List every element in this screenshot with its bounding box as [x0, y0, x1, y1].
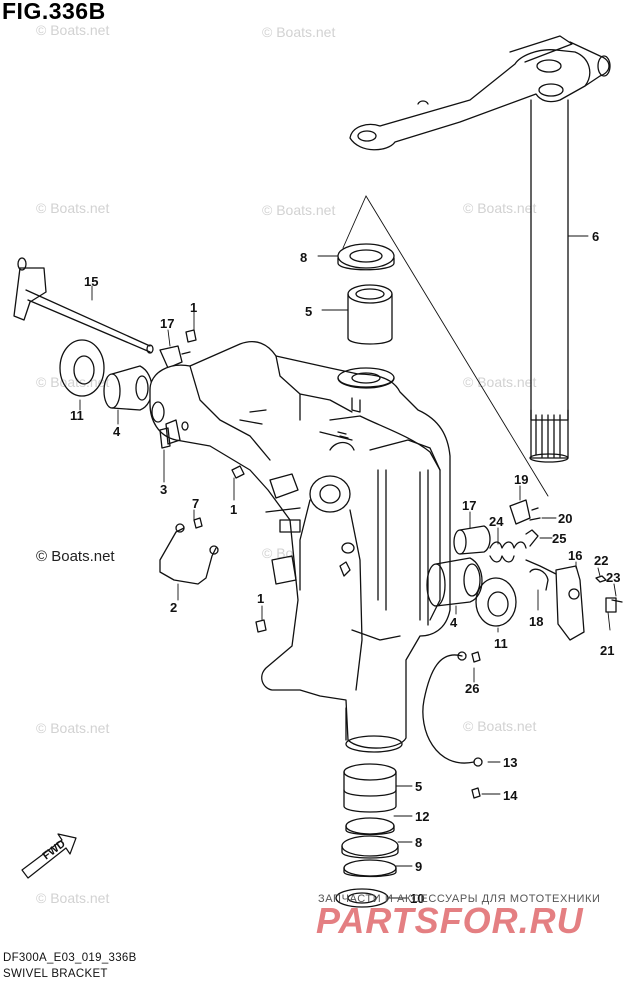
callout-label: 13 — [503, 755, 517, 770]
callout-label: 5 — [305, 304, 312, 319]
right-side-parts — [426, 499, 623, 641]
figure-caption: SWIVEL BRACKET — [3, 968, 108, 980]
callout-label: 8 — [415, 835, 422, 850]
callout-labels: 6 8 5 15 1 17 11 4 3 7 2 19 20 17 24 25 … — [70, 229, 620, 906]
fwd-arrow — [21, 833, 77, 879]
lower-stack — [335, 763, 399, 908]
grease-nipple-mid — [231, 465, 245, 479]
callout-label: 1 — [230, 502, 237, 517]
callout-label: 26 — [465, 681, 479, 696]
callout-label: 15 — [84, 274, 98, 289]
callout-label: 23 — [606, 570, 620, 585]
watermark-emphasized: © Boats.net — [36, 548, 115, 565]
callout-label: 17 — [462, 498, 476, 513]
callout-label: 2 — [170, 600, 177, 615]
watermark-text: © Boats.net — [463, 200, 537, 216]
callout-label: 7 — [192, 496, 199, 511]
callout-label: 18 — [529, 614, 543, 629]
callout-label: 1 — [257, 591, 264, 606]
callout-label: 21 — [600, 643, 614, 658]
swivel-bracket-body — [149, 341, 451, 753]
callout-label: 9 — [415, 859, 422, 874]
brand-subtitle: ЗАПЧАСТИ И АКСЕССУАРЫ ДЛЯ МОТОТЕХНИКИ — [318, 893, 601, 905]
watermark-text: © Boats.net — [463, 718, 537, 734]
callout-label: 24 — [489, 514, 504, 529]
steering-arm — [349, 35, 611, 151]
left-washer — [59, 339, 105, 397]
callout-label: 11 — [494, 636, 508, 651]
grease-fitting-upper — [159, 329, 197, 369]
callout-label: 20 — [558, 511, 572, 526]
callout-label: 19 — [514, 472, 528, 487]
upper-washer-bushing — [337, 243, 395, 345]
brand-logo: PARTSFOR.RU — [316, 900, 584, 941]
ground-wire-right — [422, 651, 483, 799]
callout-label: 22 — [594, 553, 608, 568]
plug-lower — [255, 619, 267, 633]
tilt-tube — [13, 257, 154, 354]
callout-label: 16 — [568, 548, 582, 563]
callout-label: 10 — [410, 891, 424, 906]
callout-label: 6 — [592, 229, 599, 244]
callout-label: 5 — [415, 779, 422, 794]
callout-label: 25 — [552, 531, 566, 546]
watermark-text: © Boats.net — [262, 24, 336, 40]
callout-label: 8 — [300, 250, 307, 265]
callout-label: 14 — [503, 788, 518, 803]
callout-label: 1 — [190, 300, 197, 315]
figure-title: FIG.336B — [2, 0, 106, 24]
watermark-text: © Boats.net — [36, 200, 110, 216]
ground-strap-left — [159, 517, 219, 585]
callout-label: 4 — [450, 615, 458, 630]
callout-label: 17 — [160, 316, 174, 331]
model-code: DF300A_E03_019_336B — [3, 952, 137, 964]
callout-label: 4 — [113, 424, 121, 439]
steering-shaft — [529, 99, 569, 463]
callout-label: 3 — [160, 482, 167, 497]
watermark-text: © Boats.net — [36, 720, 110, 736]
watermark-text: © Boats.net — [36, 22, 110, 38]
callout-label: 11 — [70, 408, 84, 423]
watermark-text: © Boats.net — [36, 890, 110, 906]
bolt-3 — [159, 427, 171, 449]
watermark-text: © Boats.net — [262, 202, 336, 218]
left-bushing — [103, 365, 153, 411]
callout-label: 12 — [415, 809, 429, 824]
watermark-text: © Boats.net — [36, 374, 110, 390]
